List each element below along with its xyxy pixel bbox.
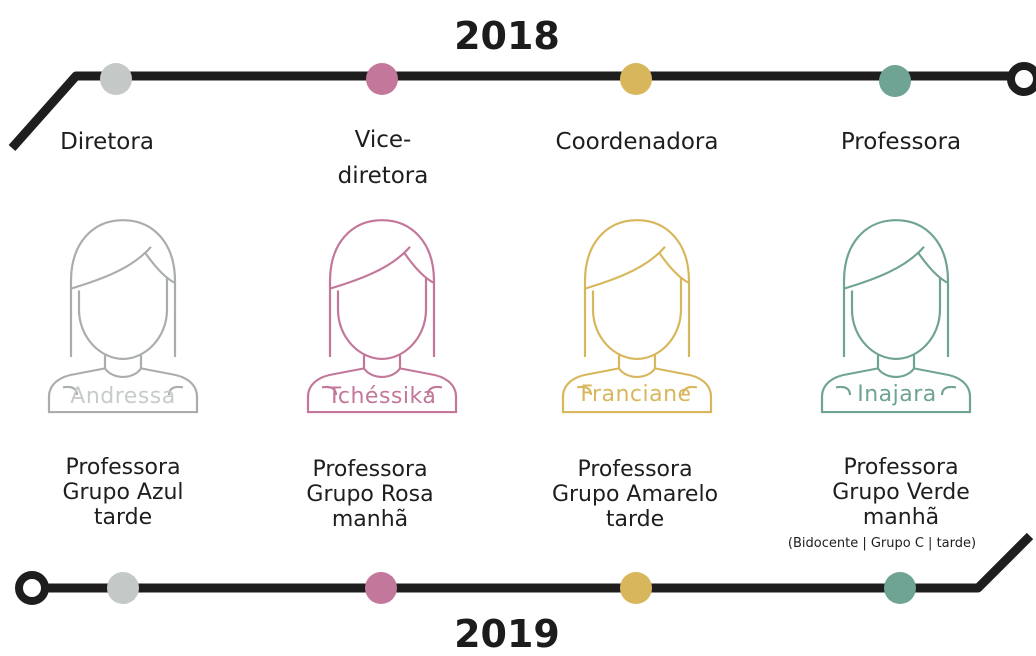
role-2018-inajara-line1: Professora [840, 129, 962, 155]
role-2019-inajara-note: (Bidocente | Grupo C | tarde) [787, 536, 977, 551]
role-2019-franciane-line1: Professora [577, 457, 693, 482]
year-2018-label: 2018 [454, 14, 560, 58]
role-2018-franciane: Coordenadora [537, 124, 737, 160]
timeline-2019-dot-franciane [620, 572, 652, 604]
timeline-2018-dot-andressa [100, 63, 132, 95]
role-2019-inajara-line1: Professora [843, 455, 959, 480]
timeline-2018-dot-inajara [879, 65, 911, 97]
timeline-2019-start-ring [15, 571, 49, 605]
role-2018-franciane-line1: Coordenadora [555, 129, 719, 155]
role-2019-andressa-line2: Grupo Azul [62, 480, 184, 505]
role-2019-andressa: Professora Grupo Azul tarde [23, 455, 223, 530]
timeline-2019-line [46, 532, 1034, 593]
role-2019-andressa-line3: tarde [93, 505, 153, 530]
timeline-2019-dot-andressa [107, 572, 139, 604]
role-2019-inajara: Professora Grupo Verde manhã [801, 455, 1001, 530]
timeline-2018-line [8, 71, 1012, 151]
role-2019-tchessika: Professora Grupo Rosa manhã [270, 457, 470, 532]
role-2018-inajara: Professora [801, 124, 1001, 160]
role-2019-inajara-line2: Grupo Verde [832, 480, 970, 505]
name-tchessika: Tchéssika [327, 384, 437, 409]
role-2019-franciane-line3: tarde [605, 507, 665, 532]
year-2019-label: 2019 [454, 612, 560, 656]
timeline-2019-dot-tchessika [365, 572, 397, 604]
role-2019-tchessika-line1: Professora [312, 457, 428, 482]
name-inajara: Inajara [857, 382, 937, 407]
timeline-2018-end-ring [1007, 62, 1036, 96]
timeline-2019-dot-inajara [884, 572, 916, 604]
role-2018-andressa: Diretora [7, 124, 207, 160]
timeline-2018-dot-tchessika [366, 63, 398, 95]
role-2019-andressa-line1: Professora [65, 455, 181, 480]
role-2019-tchessika-line2: Grupo Rosa [306, 482, 434, 507]
role-2018-tchessika-line1: Vice- [354, 127, 412, 153]
role-2019-franciane: Professora Grupo Amarelo tarde [535, 457, 735, 532]
role-2018-andressa-line1: Diretora [60, 129, 154, 155]
name-andressa: Andressa [70, 384, 176, 409]
timeline-2018-dot-franciane [620, 63, 652, 95]
name-franciane: Franciane [580, 382, 692, 407]
role-2019-tchessika-line3: manhã [331, 507, 409, 532]
role-2019-franciane-line2: Grupo Amarelo [551, 482, 719, 507]
role-2018-tchessika: Vice- diretora [283, 122, 483, 194]
role-2018-tchessika-line2: diretora [337, 163, 429, 189]
role-2019-inajara-line3: manhã [862, 505, 940, 530]
